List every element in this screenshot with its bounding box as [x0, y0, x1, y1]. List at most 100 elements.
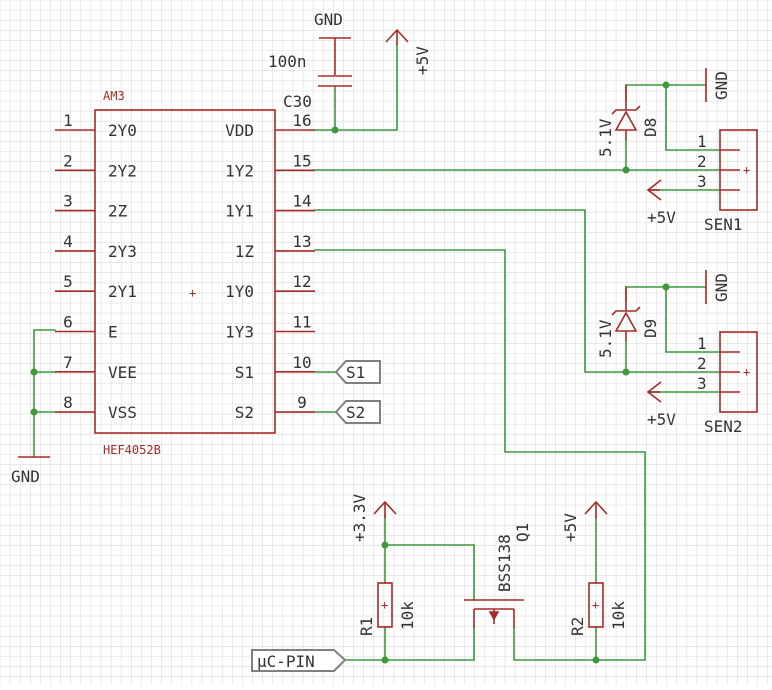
net-label-s1: S1: [334, 360, 381, 384]
ic-origin-mark: +: [189, 286, 196, 300]
net-label-s1-text: S1: [346, 363, 365, 382]
ic-pin: 6E: [55, 313, 118, 342]
zener-bar: [611, 105, 641, 115]
ic-pin: 4 2Y3: [55, 232, 137, 261]
junction-dot: [592, 656, 600, 664]
junctions: [30, 81, 670, 664]
connector-pin-number: 3: [697, 374, 707, 393]
ic-pin-number: 3: [63, 192, 73, 211]
supply-5v-symbol-sen1: [646, 179, 662, 201]
ic-pin-number: 5: [63, 272, 73, 291]
supply-33v-symbol: [373, 500, 397, 518]
capacitor-c30: [318, 38, 352, 87]
junction-dot: [30, 368, 38, 376]
junction-dot: [30, 408, 38, 416]
zener-bar: [611, 306, 641, 316]
ic-pin-name: 2Y0: [108, 121, 137, 140]
ic-pin-name: VDD: [225, 121, 254, 140]
resistor-r1: +: [377, 582, 393, 628]
ic-pin-number: 12: [292, 272, 311, 291]
ic-pin-name: 2Y2: [108, 161, 137, 180]
ic-pin-number: 4: [63, 232, 73, 251]
connector-sen1: + 1 2 3 SEN1: [697, 129, 758, 234]
net-label-s2-text: S2: [346, 403, 365, 422]
connector-name: SEN2: [704, 417, 743, 436]
ic-pin-name: VEE: [108, 363, 137, 382]
connector-pin-number: 3: [697, 172, 707, 191]
supply-5v-symbol-top: [385, 28, 409, 45]
ic-pin-name: 1Y0: [225, 282, 254, 301]
ic-pin-number: 9: [297, 393, 307, 412]
wire-sen2-pin1: [625, 286, 721, 353]
wire-1y1-sen2: [314, 209, 721, 373]
ic-pin: 9S2: [235, 393, 315, 422]
ic-pin-name: 2Y3: [108, 242, 137, 261]
capacitor-value: 100n: [268, 52, 307, 71]
d8-value: 5.1V: [596, 118, 615, 157]
connector-pin-number: 1: [697, 334, 707, 353]
junction-dot: [381, 541, 389, 549]
mosfet-q1: [464, 599, 524, 628]
gnd-label-cap: GND: [314, 10, 343, 29]
supply-5v-label-sen1: +5V: [647, 208, 676, 227]
q1-name: Q1: [513, 523, 532, 542]
junction-dot: [622, 368, 630, 376]
ic-pin-number: 11: [292, 313, 311, 332]
wire-gate: [384, 544, 475, 601]
zener-diode-d9: [611, 287, 641, 341]
resistor-body: [588, 582, 604, 628]
net-label-uc-pin-outline: [251, 649, 347, 672]
ic-pin-number: 10: [292, 353, 311, 372]
net-label-s2-outline: [334, 400, 381, 424]
ic-pin-number: 8: [63, 393, 73, 412]
wire-sen1-pin1: [625, 84, 721, 151]
resistor-body: [377, 582, 393, 628]
ic-pin-name: 2Y1: [108, 282, 137, 301]
ic-pin-number: 6: [63, 313, 73, 332]
connector-pin-number: 2: [697, 354, 707, 373]
mosfet-arrow: [488, 611, 500, 621]
ic-pin-name: 1Y2: [225, 161, 254, 180]
wire-vdd: [314, 44, 398, 131]
d9-name: D9: [641, 319, 660, 338]
ic-pin: 12 1Y0: [225, 272, 315, 301]
resistor-origin-mark: +: [381, 598, 388, 612]
net-label-uc-pin-text: µC-PIN: [257, 652, 315, 671]
net-label-uc-pin: µC-PIN: [251, 649, 347, 672]
gnd-label-sen2: GND: [712, 273, 731, 302]
supply-5v-symbol-sen2: [646, 381, 662, 403]
gnd-label-sen1: GND: [712, 71, 731, 100]
junction-dot: [662, 283, 670, 291]
net-label-s2: S2: [334, 400, 381, 424]
ic-pin-name: S1: [235, 363, 254, 382]
junction-dot: [331, 126, 339, 134]
r1-value: 10k: [398, 601, 417, 630]
ic-pin-number: 15: [292, 151, 311, 170]
ic-pin: 32Z: [55, 192, 128, 221]
ic-pin-number: 2: [63, 151, 73, 170]
net-label-s1-outline: [334, 360, 381, 384]
ic-pin-number: 16: [292, 111, 311, 130]
ic-pin-name: 1Y1: [225, 202, 254, 221]
ic-pin-name: 1Y3: [225, 323, 254, 342]
ic-pin-number: 13: [292, 232, 311, 251]
ic-pin-name: 1Z: [235, 242, 255, 261]
r2-name: R2: [568, 617, 587, 636]
ic-pin-name: VSS: [108, 403, 137, 422]
ic-pin-name: E: [108, 323, 118, 342]
junction-dot: [662, 81, 670, 89]
connector-origin-mark: +: [743, 365, 750, 379]
ic-pin-number: 1: [63, 111, 73, 130]
connector-sen2: + 1 2 3 SEN2: [697, 331, 758, 436]
connector-name: SEN1: [704, 215, 743, 234]
q1-value: BSS138: [495, 534, 514, 592]
gnd-label-left: GND: [11, 467, 40, 486]
r2-value: 10k: [609, 601, 628, 630]
ic-pin: 5 2Y1: [55, 272, 137, 301]
